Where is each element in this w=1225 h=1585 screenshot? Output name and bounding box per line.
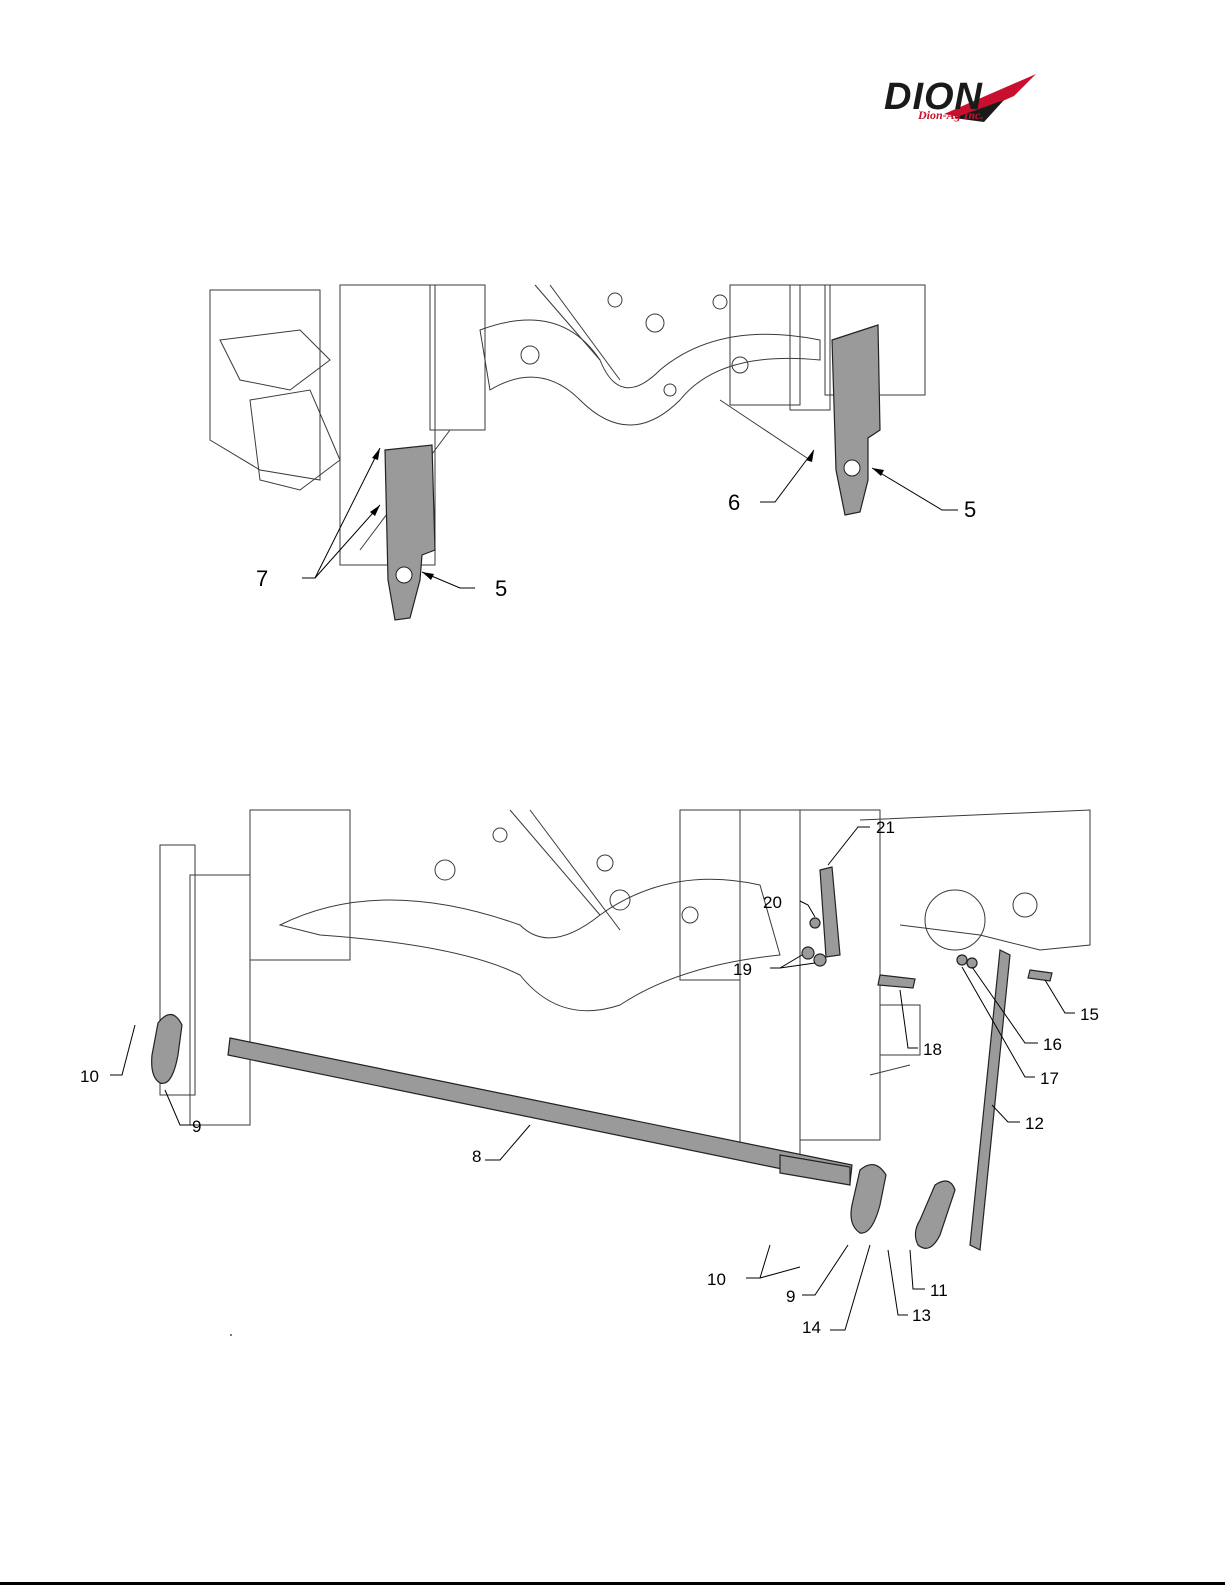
callout-18: 18 <box>923 1040 942 1059</box>
callout-14: 14 <box>802 1318 821 1337</box>
callout-11: 11 <box>930 1281 948 1300</box>
nut-part-19b <box>814 954 826 966</box>
top-assembly-figure: 7 6 5 5 <box>200 280 1000 635</box>
callout-17: 17 <box>1040 1069 1059 1088</box>
callout-8: 8 <box>472 1147 481 1166</box>
nut-part-20 <box>810 918 820 928</box>
latch-part-right <box>832 325 880 515</box>
callout-12: 12 <box>1025 1114 1044 1133</box>
callout-16: 16 <box>1043 1035 1062 1054</box>
lever-part-21 <box>820 867 840 957</box>
top-assembly-drawing: 7 6 5 5 <box>200 280 1000 635</box>
callout-6: 6 <box>728 490 740 515</box>
callout-9-right: 9 <box>786 1287 795 1306</box>
shaft-part-8 <box>228 1038 852 1183</box>
callout-9-left: 9 <box>192 1117 201 1136</box>
washer-part-17 <box>967 958 977 968</box>
arm-part-11 <box>915 1181 955 1248</box>
callout-21: 21 <box>876 818 895 837</box>
bolt-part-18 <box>878 975 915 988</box>
callout-10-right: 10 <box>707 1270 726 1289</box>
cam-part-left-9 <box>152 1014 182 1083</box>
bottom-assembly-drawing: 21 20 19 15 16 18 17 12 10 9 8 10 9 11 1… <box>80 805 1120 1340</box>
callout-19: 19 <box>733 960 752 979</box>
callout-7: 7 <box>256 566 268 591</box>
frame-line-art-bottom <box>160 810 1090 1155</box>
bolt-part-15 <box>1028 970 1052 981</box>
latch-part-left <box>385 445 435 620</box>
callout-20: 20 <box>763 893 782 912</box>
bottom-assembly-figure: 21 20 19 15 16 18 17 12 10 9 8 10 9 11 1… <box>80 805 1120 1340</box>
callout-5-left: 5 <box>495 576 507 601</box>
washer-part-16 <box>957 955 967 965</box>
frame-line-art <box>210 285 925 565</box>
callout-5-right: 5 <box>964 497 976 522</box>
link-part-12 <box>970 950 1010 1250</box>
callout-15: 15 <box>1080 1005 1099 1024</box>
logo-tagline: Dion-Ag Inc. <box>918 108 983 123</box>
cam-part-right-9 <box>851 1165 886 1234</box>
nut-part-19a <box>802 947 814 959</box>
dion-logo: DION Dion-Ag Inc. <box>884 70 1034 130</box>
callout-13: 13 <box>912 1306 931 1325</box>
callout-10-left: 10 <box>80 1067 99 1086</box>
